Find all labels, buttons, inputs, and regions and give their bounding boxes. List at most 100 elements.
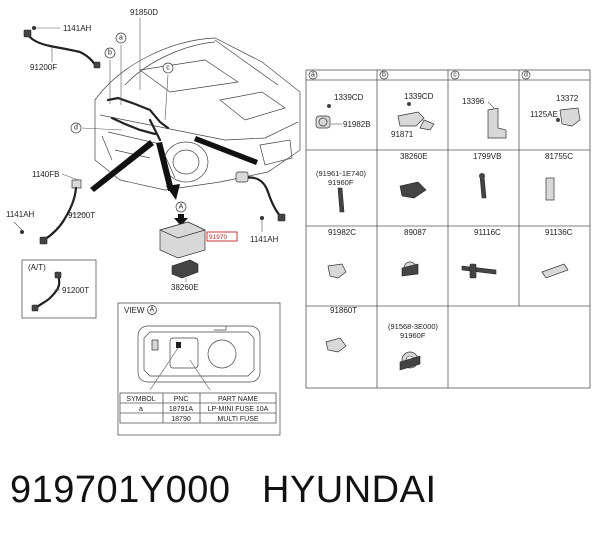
fuse-slot [151,339,159,351]
grid-header-b [379,70,389,80]
mini-fuse-icon [176,342,181,348]
cell-c1-bottom: 1799VB [473,152,501,161]
grid-header-c [450,70,460,80]
callout-a [115,32,127,44]
top-harness-91200f: 1141AH 91200F [23,24,101,72]
grid-header-b-text: b [382,72,386,79]
screw-icon [556,118,560,122]
fuse-box-cover [171,259,199,279]
view-a-box: VIEW A SYMBOL PNC PART NAME a 18791A LP-… [117,302,281,436]
harness-terminal [31,304,39,312]
cell-a3-top: 91860T [330,306,357,315]
harness-terminal [39,236,48,245]
screw-icon [327,104,331,108]
cell-c2: 91116C [474,173,501,237]
view-title: VIEW [124,306,145,315]
view-callout [147,305,157,315]
screw-icon [407,102,411,106]
clip-part [325,337,347,353]
label-hood-pnc: 91850D [130,8,158,17]
cell-c1: 13396 1799VB [462,97,507,161]
cell-a1: 1339CD 91982B [315,93,371,129]
multi-fuse-round [207,339,237,369]
cell-a1-line2: 91982B [343,120,371,129]
table-header-pnc: PNC [174,396,189,403]
view-arrow [174,214,188,226]
cell-a2-bottom: 91982C [328,228,356,237]
harness-terminal [93,61,101,69]
protector-part [545,177,555,201]
callout-b [104,47,116,59]
pointer-arrow [194,136,258,165]
callout-a-text: a [119,35,123,42]
callout-b-text: b [108,50,112,57]
fuse-box-top [158,221,206,239]
label-at-harness: 91200T [62,286,89,295]
band-part [541,263,569,279]
grid-header-c-text: c [453,72,457,79]
grid-header-a-text: a [311,72,315,79]
cell-d2-bottom: 91136C [545,228,573,237]
grid-header-a [308,70,318,80]
table-cell: a [139,406,143,413]
callout-view-a-text: A [179,204,184,211]
sensor-connector [71,179,82,189]
cell-c3-part [461,263,497,279]
left-harness-91200t: 91200T 1141AH [6,186,95,245]
cell-b1-bottom: 38260E [400,152,428,161]
table-cell: 18791A [169,406,193,413]
at-variant-box: (A/T) 91200T [21,259,97,319]
pointer-arrowhead [166,184,180,200]
cell-b2-bottom: 89087 [404,228,427,237]
cell-b1-line2: 91871 [391,130,414,139]
cell-d1: 13372 1125AE 81755C [530,94,581,161]
bolt-icon [20,230,24,234]
harness-terminal [23,29,32,38]
fuse-box-pnc-tag [206,231,238,242]
cable-tie-part [337,187,345,213]
fuse-table: SYMBOL PNC PART NAME a 18791A LP-MINI FU… [119,392,277,424]
bracket-part [559,107,581,127]
table-header-symbol: SYMBOL [126,396,155,403]
table-cell: LP-MINI FUSE 10A [208,406,269,413]
cell-a3-part [327,263,347,279]
callout-d [70,122,82,134]
cell-d1-line2: 1125AE [530,110,558,119]
car-outline-illustration [94,37,301,191]
pointer-arrow [156,142,174,191]
bolt-icon [260,216,264,220]
callout-view-a [175,201,187,213]
harness-terminal [54,271,62,279]
cable-tie-part [461,265,497,275]
cell-d2: 91136C [545,177,573,237]
cell-a2-line2: 91960F [328,178,354,187]
cell-b3-line1: (91568-3E000) [388,322,439,331]
cell-c1-line1: 13396 [462,97,485,106]
label-top-harness: 91200F [30,63,57,72]
fuse-box-top-view [137,325,261,383]
clip-part [399,181,427,199]
footer-brand: HYUNDAI [262,469,437,511]
left-sensor-1140fb: 1140FB [32,170,82,189]
bracket-part [487,107,507,139]
table-header-part-name: PART NAME [218,396,258,403]
cell-a1-line1: 1339CD [334,93,364,102]
footer: 919701Y000 HYUNDAI [10,469,437,511]
label-left-bolt: 1141AH [6,210,35,219]
table-cell: 18790 [171,416,191,423]
label-top-bolt: 1141AH [63,24,92,33]
clip-part [327,263,347,279]
fuse-block [169,337,199,369]
cell-b3-line2: 91960F [400,331,426,340]
right-harness: 1141AH [235,171,286,244]
cell-a2: (91961-1E740) 91960F 91982C [316,169,367,237]
callout-c-text: c [166,65,170,72]
label-left-sensor: 1140FB [32,170,59,179]
grid-header-d-text: d [524,72,528,79]
cell-a3: 91860T [325,306,357,353]
harness-terminal [277,213,286,222]
battery-terminal [235,171,249,183]
label-right-bolt: 1141AH [250,235,279,244]
label-at: (A/T) [28,263,46,272]
